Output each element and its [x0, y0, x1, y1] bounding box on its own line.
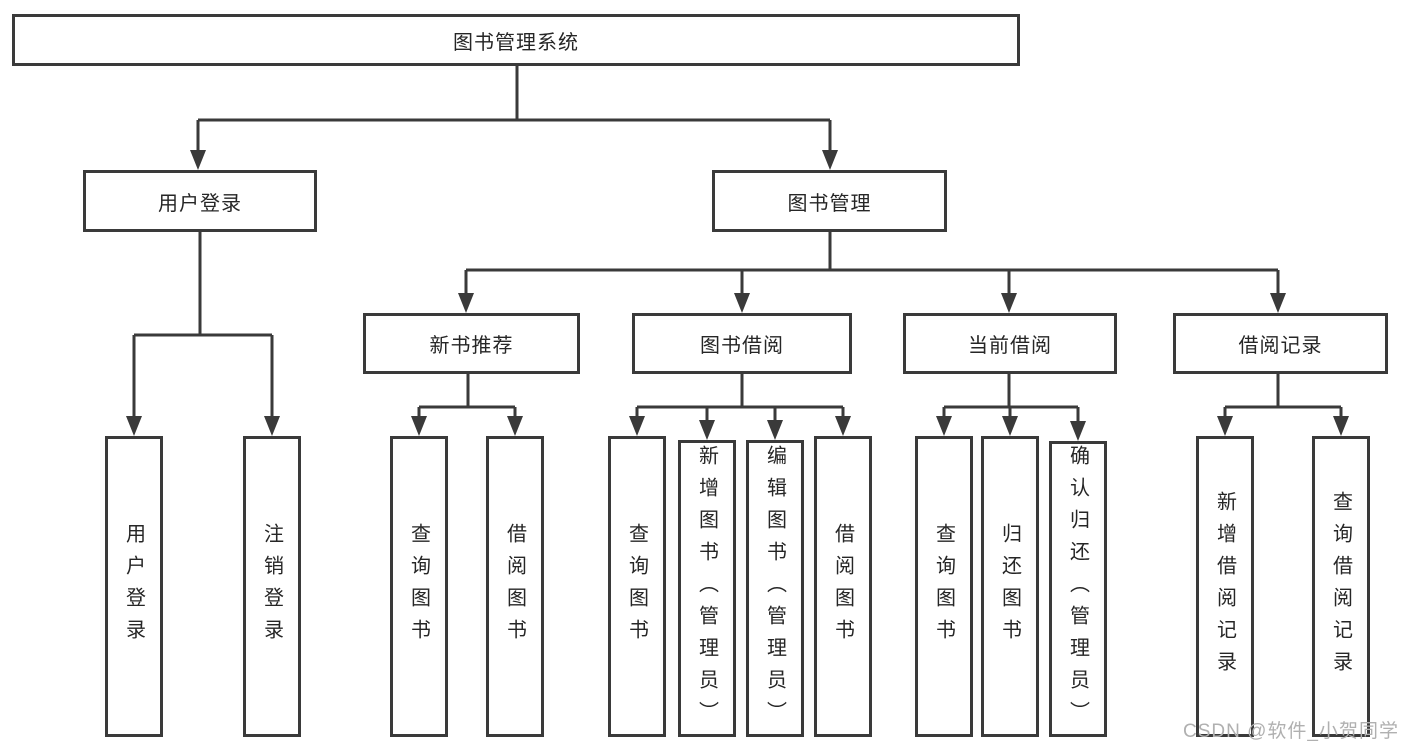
leaf-return-books: 归还图书 [981, 436, 1039, 737]
node-user-login: 用户登录 [83, 170, 317, 232]
node-library-system: 图书管理系统 [12, 14, 1020, 66]
leaf-query-borrow-record: 查询借阅记录 [1312, 436, 1370, 737]
connector-book-mgmt-to-level3 [458, 232, 1286, 313]
node-borrow-records: 借阅记录 [1173, 313, 1388, 374]
connector-root-to-level2 [190, 66, 838, 170]
connector-records-to-leaves [1217, 374, 1349, 436]
leaf-edit-book-admin: 编辑图书（管理员） [746, 440, 804, 737]
leaf-query-books-recommend: 查询图书 [390, 436, 448, 737]
leaf-borrow-books: 借阅图书 [814, 436, 872, 737]
leaf-borrow-books-recommend: 借阅图书 [486, 436, 544, 737]
node-new-book-recommend: 新书推荐 [363, 313, 580, 374]
node-current-borrowing: 当前借阅 [903, 313, 1117, 374]
connector-user-login-to-leaves [126, 232, 280, 436]
leaf-add-book-admin: 新增图书（管理员） [678, 440, 736, 737]
watermark: CSDN @软件_小贺同学 [1183, 721, 1399, 742]
node-book-management: 图书管理 [712, 170, 947, 232]
leaf-confirm-return-admin: 确认归还（管理员） [1049, 441, 1107, 737]
connector-current-to-leaves [936, 374, 1086, 441]
node-book-borrowing: 图书借阅 [632, 313, 852, 374]
leaf-user-login: 用户登录 [105, 436, 163, 737]
leaf-add-borrow-record: 新增借阅记录 [1196, 436, 1254, 737]
connector-borrow-to-leaves [629, 374, 851, 440]
connector-new-books-to-leaves [411, 374, 523, 436]
leaf-logout-login: 注销登录 [243, 436, 301, 737]
leaf-query-books-borrow: 查询图书 [608, 436, 666, 737]
leaf-query-books-current: 查询图书 [915, 436, 973, 737]
